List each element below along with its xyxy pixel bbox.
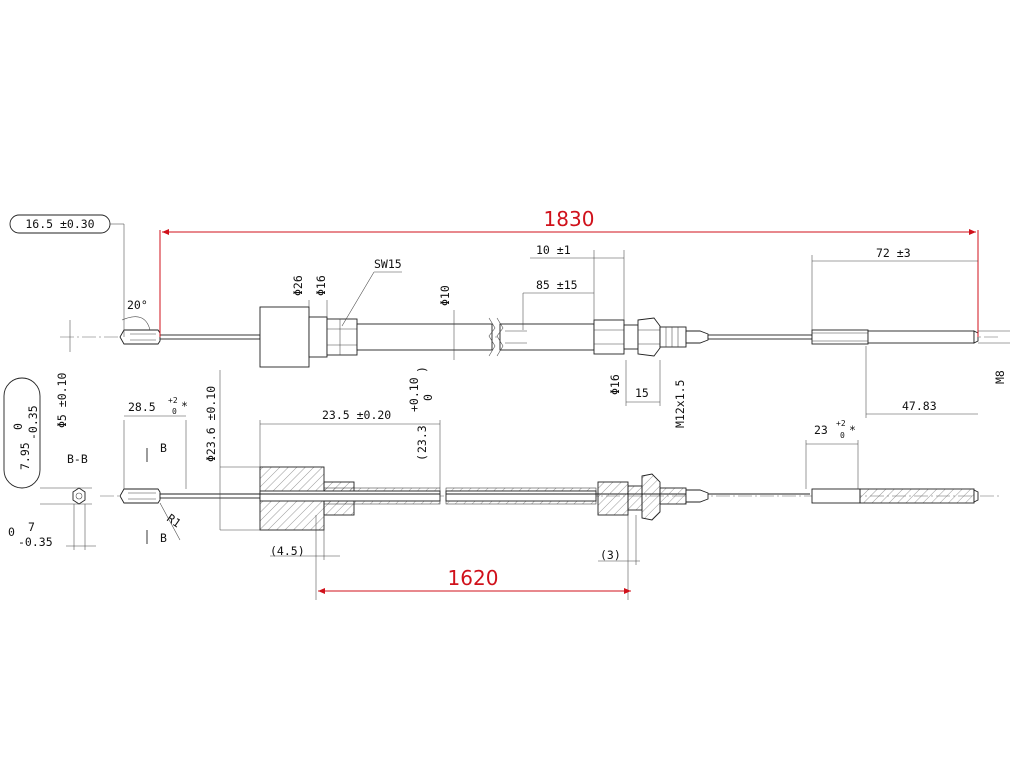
dim-72: 72 ±3 [876,246,911,260]
dim-7-95-box: 7.95 0 -0.35 [3,377,41,489]
dim-3: (3) [600,548,621,562]
dim-dia26: Φ26 [291,275,305,296]
dim-28-5: 28.5 [128,400,156,414]
dim-sw15: SW15 [374,257,402,271]
dim-m8: M8 [993,370,1007,384]
dim-10: 10 ±1 [536,243,571,257]
dim-dia23-6: Φ23.6 ±0.10 [204,386,218,462]
svg-text:*: * [849,423,856,437]
dim-23: 23 [814,423,828,437]
section-mark-bottom: B [160,531,167,545]
section-label: B-B [67,452,88,466]
dim-85: 85 ±15 [536,278,578,292]
dim-dia5: Φ5 ±0.10 [55,373,69,428]
dim-4-5: (4.5) [270,544,305,558]
dim-15: 15 [635,386,649,400]
dim-dia16-top: Φ16 [314,275,328,296]
threaded-end [811,329,869,345]
dim-m12: M12x1.5 [673,380,687,428]
svg-text:(: ( [415,454,429,461]
top-view [60,306,1000,368]
dim-23-3: 23.3 [415,425,429,453]
hex-nut [637,317,661,357]
svg-text:0: 0 [8,525,15,539]
dim-20deg: 20° [127,298,148,312]
section-left-fork [119,488,161,504]
svg-text:): ) [415,366,429,373]
section-mark-top: B [160,441,167,455]
svg-text:0: 0 [172,407,177,416]
section-view [100,466,1000,531]
dim-1830: 1830 [544,207,595,231]
dim-7: 7 [28,520,35,534]
svg-text:*: * [181,399,188,413]
dim-23-5: 23.5 ±0.20 [322,408,391,422]
section-dimensions: 28.5 +2 0 * B B R1 Φ23.6 ±0.10 23.5 ±0.2… [123,366,859,600]
right-fitting [593,319,625,355]
dim-7-95: 7.95 [18,442,32,470]
dim-dia10: Φ10 [438,285,452,306]
left-fork-end [119,329,161,345]
svg-text:-0.35: -0.35 [26,405,40,440]
dim-47-83: 47.83 [902,399,937,413]
svg-text:+2: +2 [836,419,846,428]
svg-text:0: 0 [11,423,25,430]
svg-text:0: 0 [840,431,845,440]
dim-dia16-right: Φ16 [608,374,622,395]
inner-cable [707,334,813,340]
dim-r1: R1 [164,511,183,530]
svg-text:+2: +2 [168,396,178,405]
sw15-nut [326,318,358,356]
conduit [356,323,493,351]
top-dimensions: 1830 16.5 ±0.30 20° Φ26 Φ16 SW15 Φ10 10 … [9,207,1010,428]
dim-1620: 1620 [448,566,499,590]
left-sleeve [259,306,310,368]
svg-text:0: 0 [421,394,435,401]
svg-text:+0.10: +0.10 [407,377,421,412]
dim-16-5: 16.5 ±0.30 [25,217,94,231]
section-b-b: B-B 7 0 -0.35 [8,452,96,550]
svg-text:-0.35: -0.35 [18,535,53,549]
